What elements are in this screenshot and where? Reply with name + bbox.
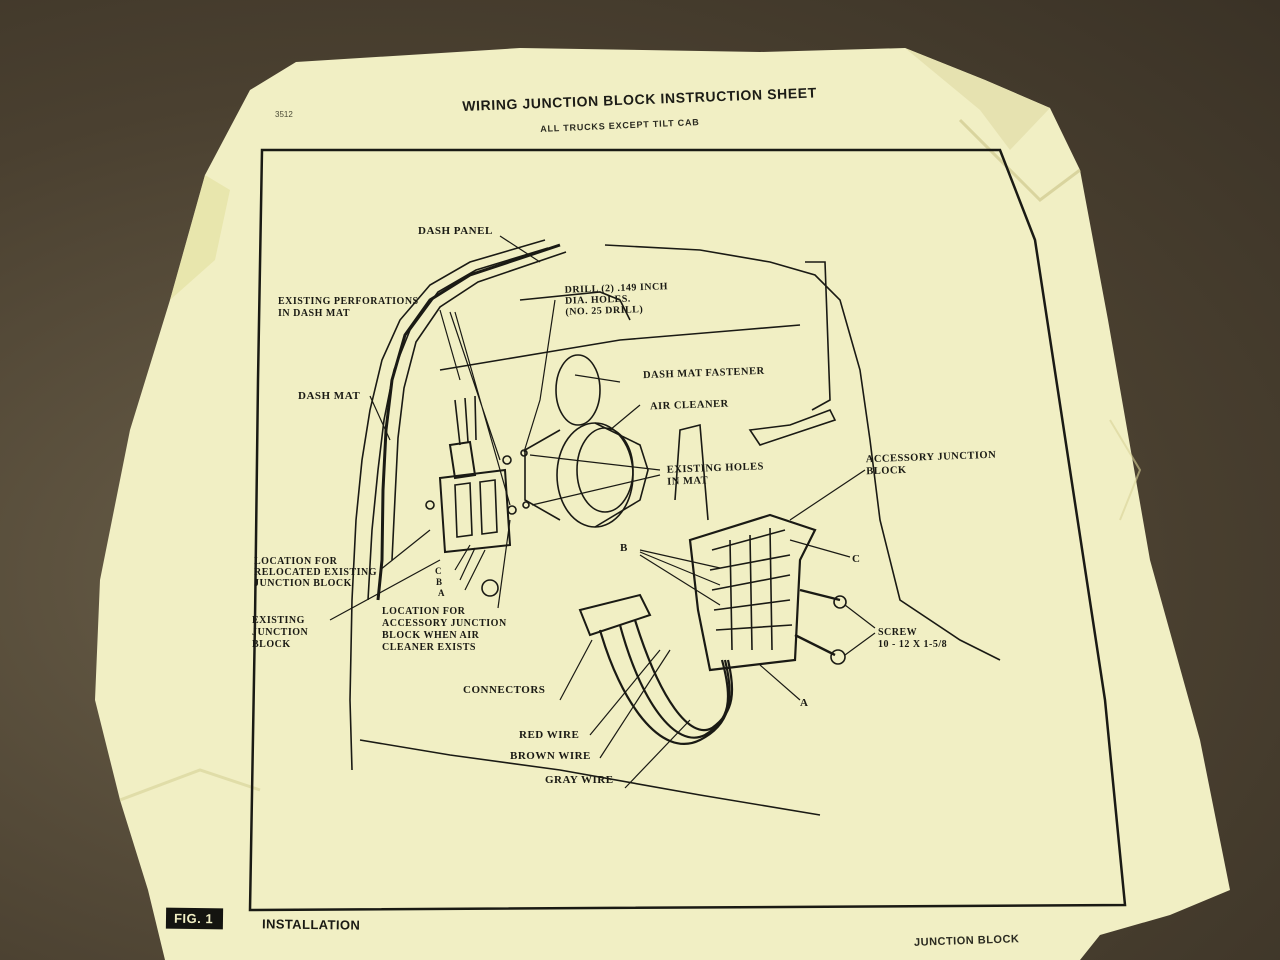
- figure-badge: FIG. 1: [165, 907, 224, 930]
- label-c-right: C: [852, 553, 861, 565]
- label-existing-perforations: EXISTING PERFORATIONS IN DASH MAT: [278, 296, 419, 319]
- label-connectors: CONNECTORS: [463, 684, 546, 696]
- label-b-left: B: [436, 577, 443, 587]
- figure-caption: INSTALLATION: [261, 916, 361, 933]
- label-gray-wire: GRAY WIRE: [545, 774, 614, 786]
- label-dash-mat: DASH MAT: [298, 390, 361, 402]
- label-a-right: A: [800, 697, 809, 709]
- label-existing-holes: EXISTING HOLES IN MAT: [666, 461, 765, 488]
- label-red-wire: RED WIRE: [519, 729, 580, 741]
- label-drill-holes: DRILL (2) .149 INCH DIA. HOLES. (NO. 25 …: [564, 281, 669, 318]
- label-existing-junction-block: EXISTING JUNCTION BLOCK: [252, 615, 309, 650]
- label-location-accessory: LOCATION FOR ACCESSORY JUNCTION BLOCK WH…: [382, 606, 507, 653]
- diagram-frame: [248, 148, 1127, 912]
- label-screw: SCREW 10 - 12 X 1-5/8: [878, 627, 948, 650]
- label-b-upper: B: [620, 542, 628, 554]
- label-accessory-junction-block: ACCESSORY JUNCTION BLOCK: [865, 449, 997, 478]
- label-location-relocated: LOCATION FOR RELOCATED EXISTING JUNCTION…: [254, 556, 378, 589]
- sheet-code: 3512: [275, 110, 293, 119]
- label-brown-wire: BROWN WIRE: [510, 750, 591, 762]
- label-a-left: A: [438, 588, 445, 598]
- label-dash-panel: DASH PANEL: [418, 225, 493, 237]
- label-c-left: C: [435, 566, 442, 576]
- paper: [95, 48, 1230, 960]
